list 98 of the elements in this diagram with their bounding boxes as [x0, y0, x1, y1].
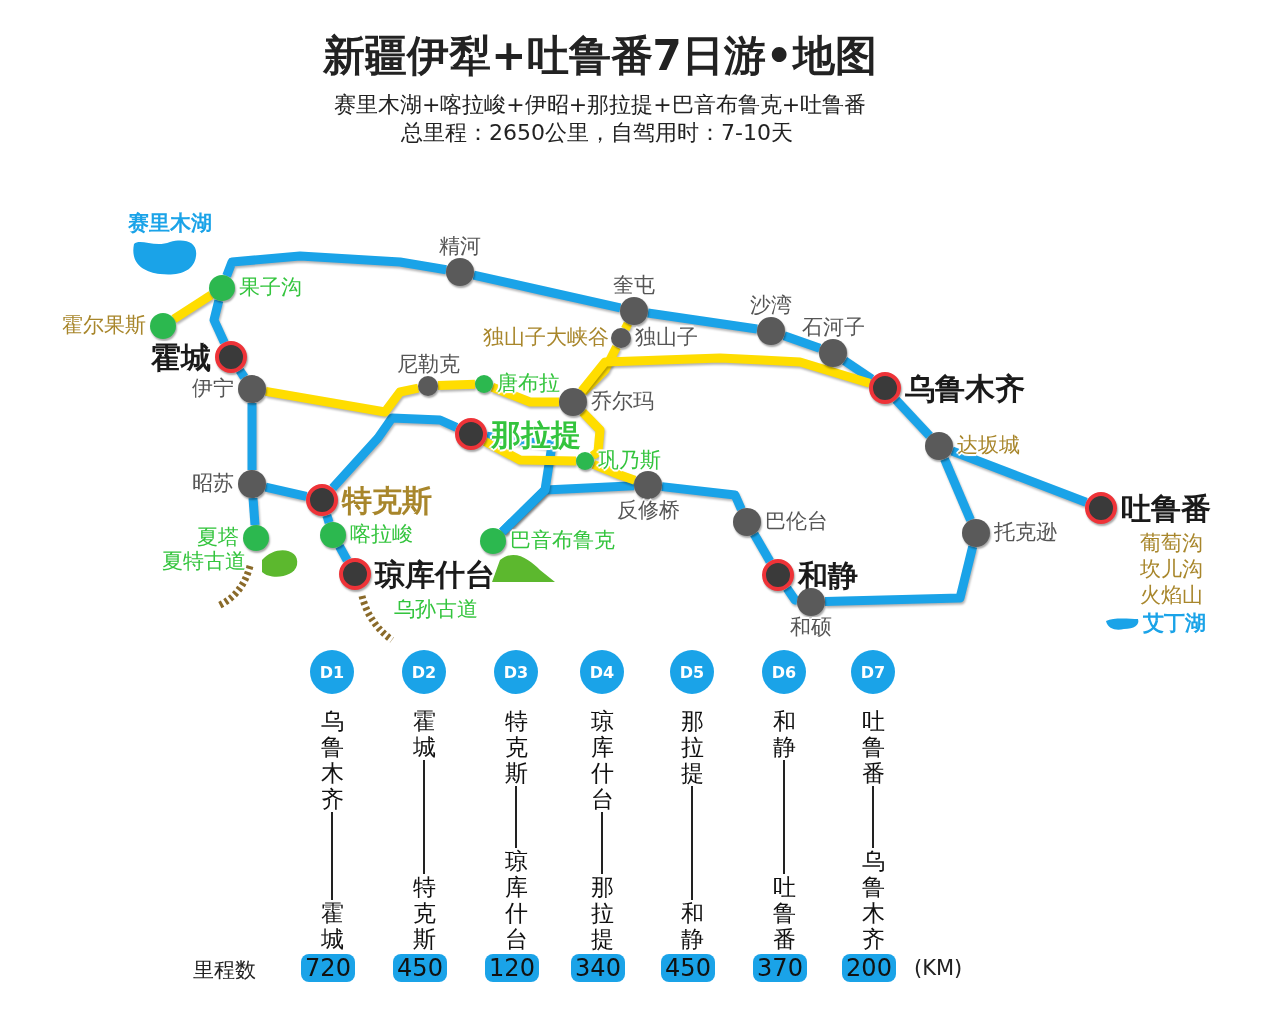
title-text: 新疆伊犁+吐鲁番7日游•地图: [322, 30, 878, 82]
day-badge: D2: [402, 650, 446, 694]
subtitle-text: 赛里木湖+喀拉峻+伊昭+那拉提+巴音布鲁克+吐鲁番: [332, 91, 868, 119]
road-line: [647, 308, 758, 334]
place-name: 琼库什台: [504, 848, 528, 952]
distance-badge: 120: [485, 954, 539, 982]
distance-badge: 370: [753, 954, 807, 982]
place-label: 喀拉峻: [350, 523, 413, 547]
attraction-label: 坎儿沟: [1140, 558, 1203, 582]
road-line: [783, 585, 800, 605]
subtitle-text: 总里程：2650公里，自驾用时：7-10天: [400, 119, 794, 147]
place-label: 奎屯: [613, 273, 655, 297]
place-label: 达坂城: [957, 434, 1020, 458]
road-line: [335, 544, 352, 563]
attraction-label: 葡萄沟: [1140, 532, 1203, 556]
day-badge: D1: [310, 650, 354, 694]
distance-badge: 200: [842, 954, 896, 982]
place-name: 琼库什台: [590, 708, 614, 812]
place-label: 霍尔果斯: [62, 314, 146, 338]
road-line: [265, 383, 420, 417]
road-line: [782, 331, 822, 353]
road-line: [236, 367, 249, 380]
lake-label: 艾丁湖: [1143, 612, 1206, 636]
attraction-label: 乌孙古道: [394, 598, 478, 622]
day-badge: D5: [670, 650, 714, 694]
road-line: [222, 251, 447, 278]
place-label: 特克斯: [342, 483, 432, 517]
place-label: 乌鲁木齐: [905, 371, 1025, 405]
place-label: 吐鲁番: [1121, 491, 1211, 525]
day-badge: D6: [762, 650, 806, 694]
place-name: 吐鲁番: [861, 708, 885, 786]
place-label: 昭苏: [192, 472, 234, 496]
road-line: [472, 270, 622, 313]
place-label: 沙湾: [750, 293, 792, 317]
connector-line: [783, 759, 785, 875]
attraction-label: 火焰山: [1140, 584, 1203, 608]
road-line: [437, 379, 476, 391]
place-label: 托克逊: [994, 521, 1057, 545]
day-badge: D4: [580, 650, 624, 694]
road-line: [322, 513, 334, 524]
road-line: [824, 545, 978, 607]
place-name: 特克斯: [412, 874, 436, 952]
place-label: 琼库什台: [375, 557, 495, 591]
place-name: 乌鲁木齐: [320, 708, 344, 812]
place-label: 和硕: [790, 616, 832, 640]
place-label: 巴伦台: [765, 510, 828, 534]
day-badge: D7: [851, 650, 895, 694]
place-name: 特克斯: [504, 708, 528, 786]
distance-badge: 340: [571, 954, 625, 982]
place-label: 夏塔: [197, 526, 239, 550]
connector-line: [872, 785, 874, 849]
distance-badge: 450: [393, 954, 447, 982]
road-line: [248, 497, 260, 526]
road-line: [209, 299, 229, 345]
road-line: [661, 482, 746, 511]
lake-label: 赛里木湖: [128, 212, 212, 236]
connector-line: [331, 811, 333, 901]
place-label: 反修桥: [616, 499, 680, 523]
connector-line: [601, 811, 603, 875]
place-label: 独山子: [635, 326, 698, 350]
road-line: [329, 413, 459, 492]
place-name: 吐鲁番: [772, 874, 796, 952]
place-name: 那拉提: [680, 708, 704, 786]
place-name: 霍城: [412, 708, 436, 760]
place-label: 精河: [439, 234, 481, 258]
road-line: [950, 446, 1088, 507]
road-line: [621, 321, 632, 331]
place-name: 那拉提: [590, 874, 614, 952]
road-line: [264, 482, 308, 501]
place-name: 霍城: [320, 900, 344, 952]
place-name: 和静: [772, 708, 796, 760]
place-label: 石河子: [801, 315, 865, 339]
road-line: [171, 291, 214, 323]
road-line: [579, 408, 605, 460]
distance-badge: 450: [661, 954, 715, 982]
road-line: [750, 531, 774, 564]
road-line: [940, 457, 975, 522]
place-label: 果子沟: [239, 276, 302, 300]
road-line: [247, 403, 257, 470]
day-badge: D3: [494, 650, 538, 694]
attraction-label: 夏特古道: [162, 550, 246, 574]
place-name: 和静: [680, 900, 704, 952]
row-heading: 里程数: [193, 957, 257, 984]
place-label: 伊宁: [192, 377, 234, 401]
road-line: [578, 353, 871, 394]
place-label: 和静: [798, 558, 858, 592]
connector-line: [691, 785, 693, 901]
place-name: 乌鲁木齐: [861, 848, 885, 952]
unit-label: (KM): [914, 956, 964, 980]
distance-badge: 720: [301, 954, 355, 982]
place-label: 乔尔玛: [591, 390, 654, 414]
connector-line: [423, 759, 425, 875]
place-label: 霍城: [151, 340, 211, 374]
attraction-label: 独山子大峡谷: [483, 326, 609, 350]
place-label: 巴音布鲁克: [510, 529, 615, 553]
place-label: 尼勒克: [396, 352, 460, 376]
connector-line: [515, 785, 517, 849]
road-line: [892, 396, 933, 439]
